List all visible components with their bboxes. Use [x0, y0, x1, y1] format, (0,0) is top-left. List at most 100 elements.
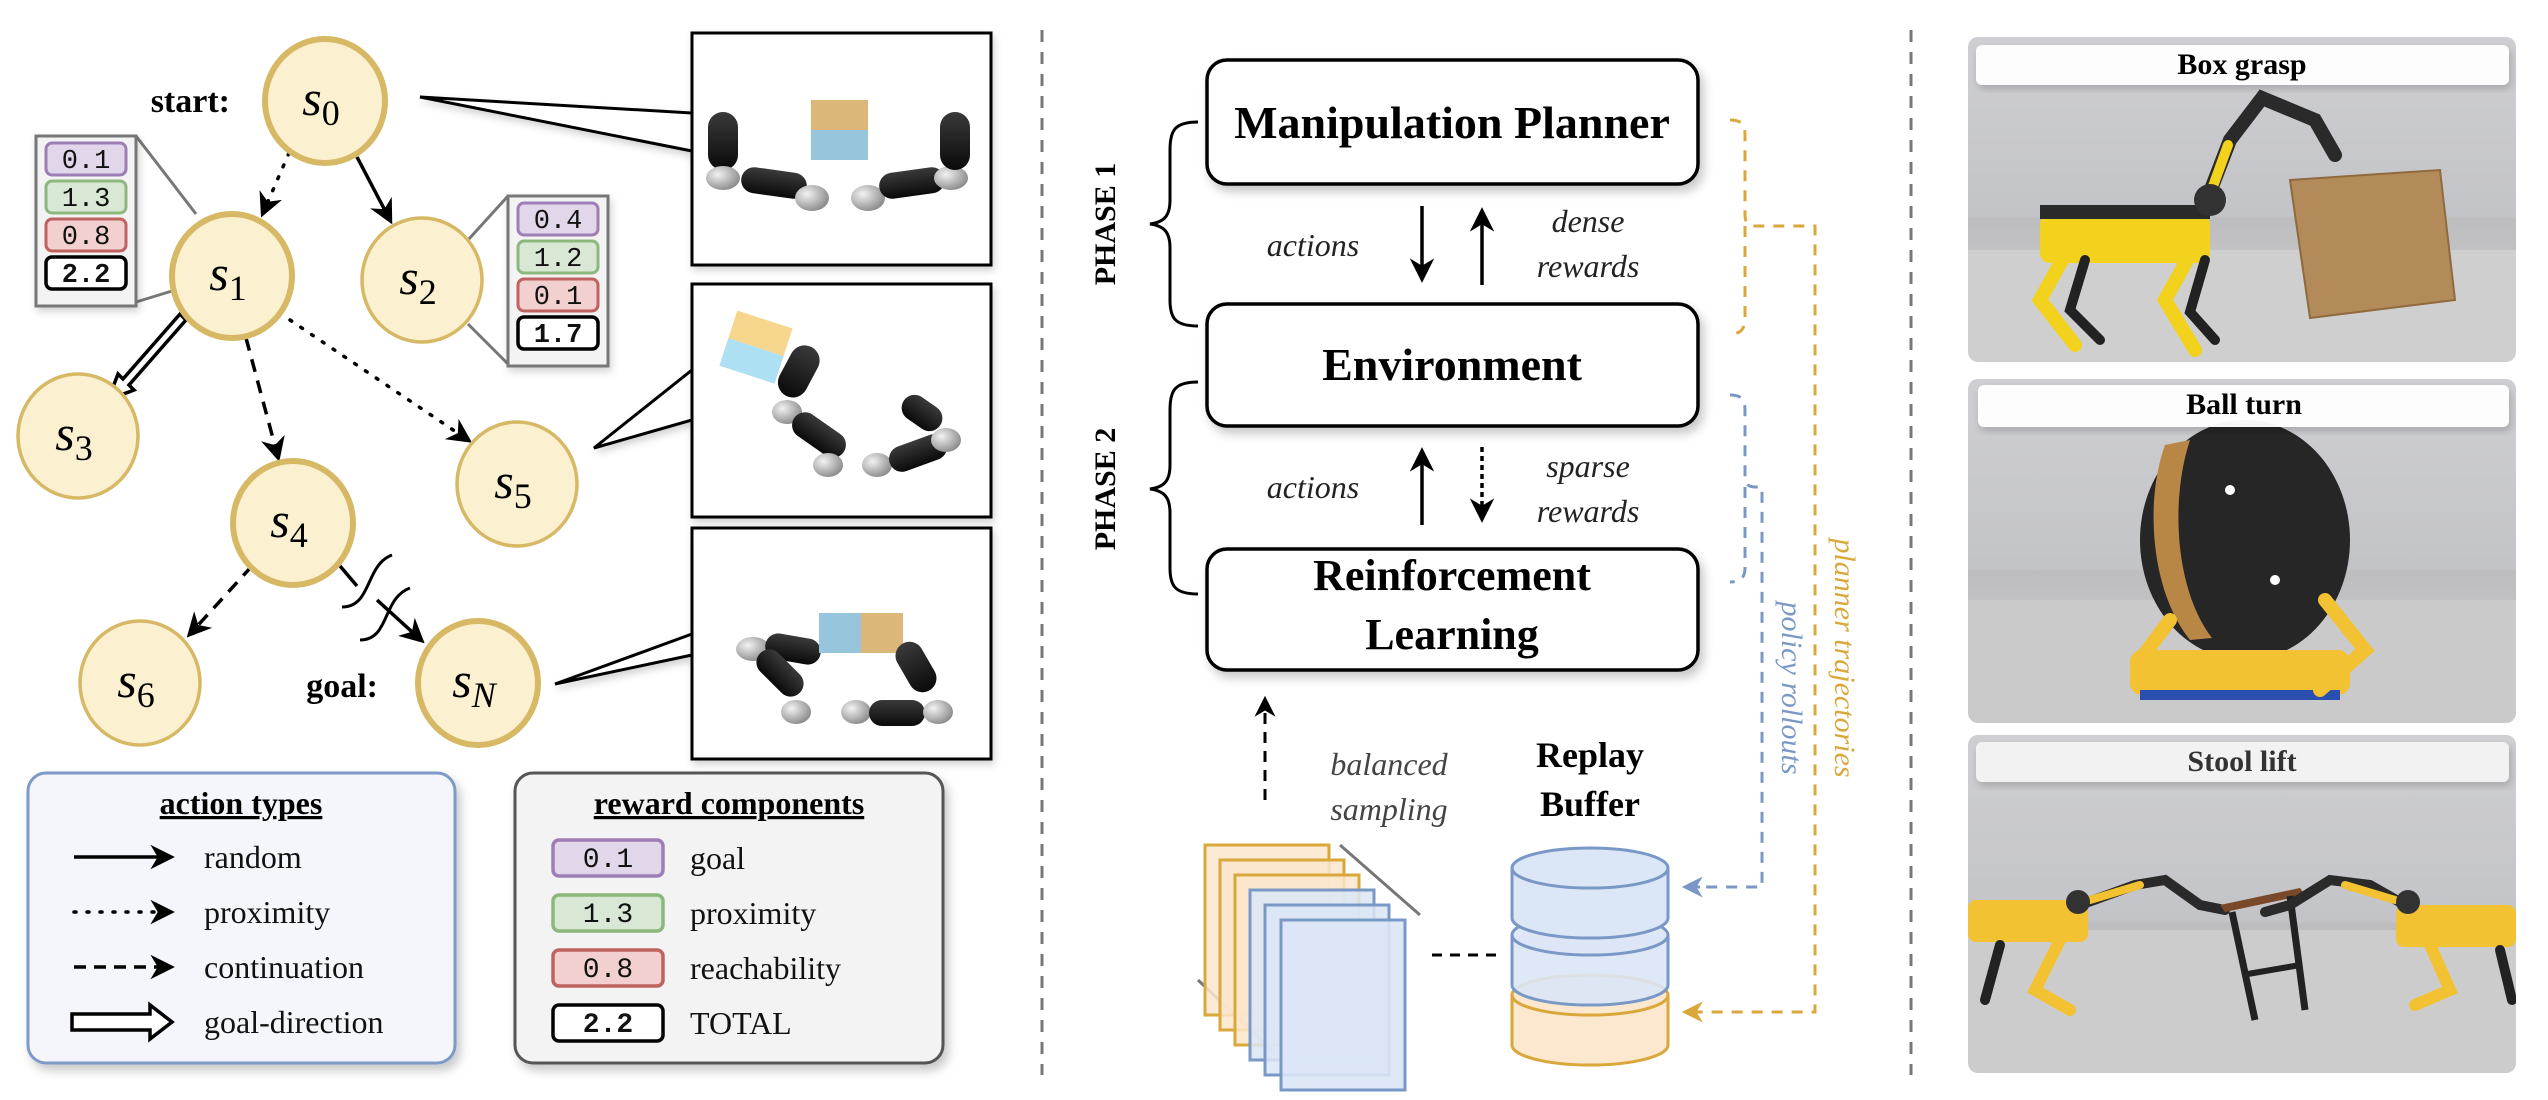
- svg-text:2.2: 2.2: [583, 1010, 633, 1041]
- svg-text:goal: goal: [690, 840, 745, 876]
- edge-s4-sN-elided: [338, 553, 425, 644]
- edge-s4-s6: [186, 564, 254, 638]
- tree-node-s6: s6: [78, 619, 202, 747]
- phase1-label: PHASE 1: [1089, 163, 1122, 286]
- environment-box-label: Environment: [1322, 339, 1583, 390]
- photo-title-stool-lift: Stool lift: [2187, 745, 2296, 778]
- svg-text:1.3: 1.3: [62, 185, 111, 215]
- sample-stack: [1196, 843, 1421, 1092]
- tree-node-s2: s2: [360, 216, 484, 344]
- replay-buffer-label-line1: Replay: [1536, 735, 1644, 775]
- photo-ball-turn: Ball turn: [1968, 379, 2516, 723]
- tree-node-s0: s0: [262, 36, 388, 166]
- callout-s0: [419, 95, 694, 153]
- svg-text:0.8: 0.8: [62, 223, 111, 253]
- edge-s0-s1: [259, 151, 291, 218]
- replay-buffer-label-line2: Buffer: [1540, 784, 1640, 824]
- policy-rollouts-path: [1690, 393, 1764, 889]
- tree-nodes: s0 s1 s2 s3 s4 s5 s6 sN: [16, 36, 579, 748]
- action-types-legend: action types random proximity continuation…: [26, 771, 457, 1065]
- environment-box: Environment: [1205, 302, 1700, 428]
- reward-chip-goal: 0.1: [44, 141, 128, 177]
- reward-chip-reachability: 0.8: [44, 217, 128, 253]
- rl-box-label-line2: Learning: [1365, 610, 1539, 659]
- svg-text:proximity: proximity: [204, 894, 330, 930]
- reward-chip-total: 2.2: [44, 255, 128, 291]
- snapshot-panel-s0: [690, 31, 993, 267]
- callout-s5: [593, 366, 694, 450]
- reward-chip-goal: 0.4: [516, 201, 600, 237]
- node-label: s0: [302, 70, 339, 133]
- reward-box-s1: 0.1 1.3 0.8 2.2: [34, 134, 198, 308]
- goal-direction-arrow-icon: [70, 1001, 175, 1043]
- phase2-rewards-label-line2: rewards: [1537, 493, 1640, 529]
- edge-s0-s2: [355, 156, 393, 225]
- svg-text:TOTAL: TOTAL: [690, 1005, 792, 1041]
- planner-box: Manipulation Planner: [1205, 58, 1700, 186]
- svg-text:random: random: [204, 839, 302, 875]
- legend-action-proximity: proximity: [72, 894, 330, 930]
- phase1-actions-label: actions: [1267, 227, 1359, 263]
- phase2-brace: [1149, 380, 1199, 596]
- reward-chip-reachability: 0.1: [516, 277, 600, 313]
- search-tree: 0.1 1.3 0.8 2.2 0.4 1.2 0.1 1.7 s0 s1 s2 s3 s4 s5 s6…: [16, 31, 993, 761]
- svg-text:0.1: 0.1: [534, 283, 583, 313]
- reward-chip-proximity: 1.3: [44, 179, 128, 215]
- start-label: start:: [151, 83, 230, 120]
- svg-text:2.2: 2.2: [62, 261, 111, 291]
- phase1-rewards-label-line2: rewards: [1537, 248, 1640, 284]
- snapshot-panel-s5: [690, 282, 993, 519]
- rl-box-label-line1: Reinforcement: [1313, 551, 1591, 600]
- svg-text:1.7: 1.7: [534, 321, 583, 351]
- sampling-label-line2: sampling: [1330, 791, 1447, 827]
- svg-text:1.2: 1.2: [534, 245, 583, 275]
- policy-rollouts-label: policy rollouts: [1775, 599, 1808, 774]
- callout-sN: [554, 631, 694, 686]
- legend-reward-proximity: 1.3 proximity: [551, 893, 816, 933]
- tree-edges: [104, 151, 473, 644]
- legend-action-random: random: [74, 839, 302, 875]
- goal-label: goal:: [306, 668, 378, 705]
- svg-text:1.3: 1.3: [583, 900, 633, 931]
- svg-text:0.1: 0.1: [62, 147, 111, 177]
- node-label: sN: [452, 652, 497, 715]
- planner-trajectories-label: planner trajectories: [1828, 536, 1861, 777]
- tree-node-s3: s3: [16, 372, 140, 500]
- legend-action-continuation: continuation: [74, 949, 364, 985]
- edge-s1-s5: [288, 318, 473, 443]
- sampling-label-line1: balanced: [1330, 746, 1448, 782]
- tree-node-s5: s5: [455, 420, 579, 548]
- edge-s1-s4: [244, 337, 285, 462]
- node-label: s5: [494, 453, 531, 516]
- planner-box-label: Manipulation Planner: [1234, 97, 1670, 148]
- legend-action-goal-direction: goal-direction: [70, 1001, 383, 1043]
- replay-buffer-cylinder: [1510, 846, 1670, 1067]
- node-label: s2: [399, 249, 436, 312]
- edge-s1-s3: [104, 311, 189, 404]
- reward-chip-proximity: 1.2: [516, 239, 600, 275]
- legend-reward-total: 2.2 TOTAL: [551, 1003, 792, 1043]
- reward-legend-title: reward components: [594, 785, 865, 821]
- tree-node-s4: s4: [230, 458, 356, 588]
- reward-box-s2: 0.4 1.2 0.1 1.7: [466, 194, 610, 368]
- rl-box: Reinforcement Learning: [1205, 547, 1700, 672]
- tree-node-sN: sN: [415, 618, 541, 748]
- phase1-brace: [1149, 120, 1199, 328]
- svg-text:proximity: proximity: [690, 895, 816, 931]
- reward-chip-total: 1.7: [516, 315, 600, 351]
- photo-title-box-grasp: Box grasp: [2177, 48, 2306, 81]
- node-label: s4: [270, 492, 307, 555]
- node-label: s1: [209, 245, 246, 308]
- action-legend-title: action types: [160, 785, 323, 821]
- tree-node-s1: s1: [169, 211, 295, 341]
- node-label: s6: [117, 652, 154, 715]
- svg-text:0.4: 0.4: [534, 207, 583, 237]
- node-label: s3: [55, 405, 92, 468]
- planner-trajectories-path: [1690, 118, 1817, 1014]
- photo-stool-lift: Stool lift: [1968, 735, 2516, 1073]
- phase2-actions-label: actions: [1267, 469, 1359, 505]
- svg-text:reachability: reachability: [690, 950, 841, 986]
